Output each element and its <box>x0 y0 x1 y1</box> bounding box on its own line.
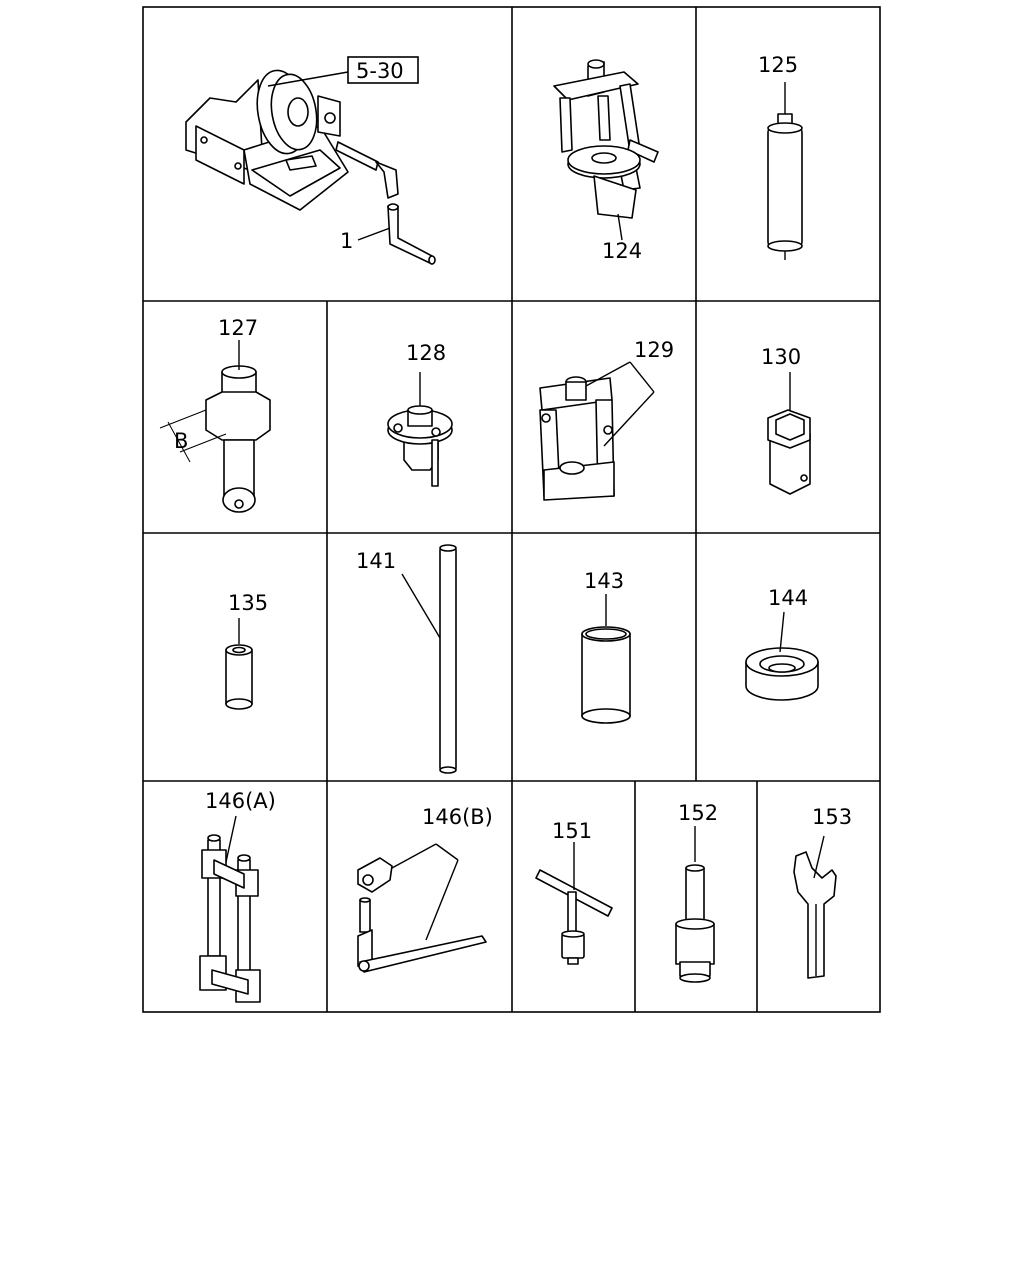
flange-128-drawing <box>387 372 453 487</box>
part-label-146a: 146(A) <box>205 789 276 813</box>
part-label-129: 129 <box>634 338 674 362</box>
part-label-135: 135 <box>228 591 268 615</box>
cell-152: 152 <box>675 801 718 983</box>
cell-135: 135 <box>225 591 268 710</box>
part-label-1: 1 <box>340 229 353 253</box>
part-label-144: 144 <box>768 586 808 610</box>
part-label-143: 143 <box>584 569 624 593</box>
part-label-152: 152 <box>678 801 718 825</box>
cell-winch: 5-30 1 <box>185 56 436 265</box>
ring-144-drawing <box>745 611 819 701</box>
t-handle-151-drawing <box>535 842 613 965</box>
cell-153: 153 <box>793 805 852 979</box>
part-label-146b: 146(B) <box>422 805 493 829</box>
wrench-153-drawing <box>793 835 837 979</box>
cell-125: 125 <box>758 53 803 260</box>
ref-box <box>347 56 419 84</box>
cell-141: 141 <box>356 544 457 774</box>
cylinder-125-drawing <box>767 82 803 260</box>
puller-124-drawing <box>553 59 659 241</box>
part-label-130: 130 <box>761 345 801 369</box>
clamp-146b-drawing <box>357 843 487 973</box>
ref-label: 5-30 <box>356 59 404 83</box>
part-label-128: 128 <box>406 341 446 365</box>
cell-128: 128 <box>387 341 453 487</box>
part-label-141: 141 <box>356 549 396 573</box>
part-label-153: 153 <box>812 805 852 829</box>
part-label-125: 125 <box>758 53 798 77</box>
puller-129-drawing <box>539 361 655 501</box>
part-label-127: 127 <box>218 316 258 340</box>
diagram-grid <box>142 6 881 1013</box>
bushing-135-drawing <box>225 618 253 710</box>
sleeve-143-drawing <box>581 594 631 724</box>
socket-130-drawing <box>767 372 811 495</box>
cell-130: 130 <box>761 345 811 495</box>
cell-129: 129 <box>539 338 674 501</box>
cell-124: 124 <box>553 59 659 263</box>
cell-151: 151 <box>535 819 613 965</box>
bracket-146a-drawing <box>199 815 261 1003</box>
cell-146a: 146(A) <box>199 789 276 1003</box>
driver-152-drawing <box>675 826 715 983</box>
cell-146b: 146(B) <box>357 805 493 973</box>
winch-drawing <box>185 69 399 211</box>
part-label-124: 124 <box>602 239 642 263</box>
rod-141-drawing <box>401 544 457 774</box>
dimension-label-b: B <box>174 429 188 453</box>
cell-127: 127 B <box>159 316 271 513</box>
extension-127-drawing <box>159 340 271 513</box>
cell-144: 144 <box>745 586 819 701</box>
cell-143: 143 <box>581 569 631 724</box>
handle-drawing <box>357 203 436 265</box>
part-label-151: 151 <box>552 819 592 843</box>
